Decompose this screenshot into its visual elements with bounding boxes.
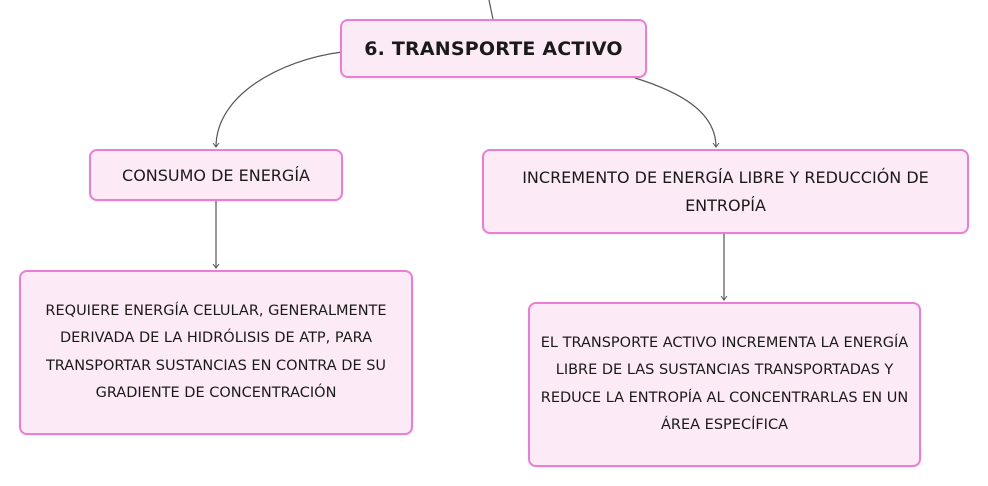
- connector-root-to-left-topic: [216, 51, 343, 147]
- root-node-label: 6. TRANSPORTE ACTIVO: [364, 37, 623, 60]
- topic-node-label: CONSUMO DE ENERGÍA: [122, 165, 310, 185]
- topic-node-label: INCREMENTO DE ENERGÍA LIBRE Y REDUCCIÓN …: [522, 167, 929, 215]
- connector-root-to-right-topic: [634, 77, 716, 147]
- root-node[interactable]: 6. TRANSPORTE ACTIVO: [340, 19, 647, 78]
- detail-node-incremento-de-energia-libre[interactable]: EL TRANSPORTE ACTIVO INCREMENTA LA ENERG…: [528, 302, 921, 467]
- topic-node-incremento-de-energia-libre[interactable]: INCREMENTO DE ENERGÍA LIBRE Y REDUCCIÓN …: [482, 149, 969, 234]
- detail-node-text: EL TRANSPORTE ACTIVO INCREMENTA LA ENERG…: [540, 334, 909, 434]
- detail-node-text: REQUIERE ENERGÍA CELULAR, GENERALMENTE D…: [45, 302, 387, 402]
- parent-connector: [488, 0, 494, 20]
- detail-node-consumo-de-energia[interactable]: REQUIERE ENERGÍA CELULAR, GENERALMENTE D…: [19, 270, 413, 435]
- topic-node-consumo-de-energia[interactable]: CONSUMO DE ENERGÍA: [89, 149, 343, 201]
